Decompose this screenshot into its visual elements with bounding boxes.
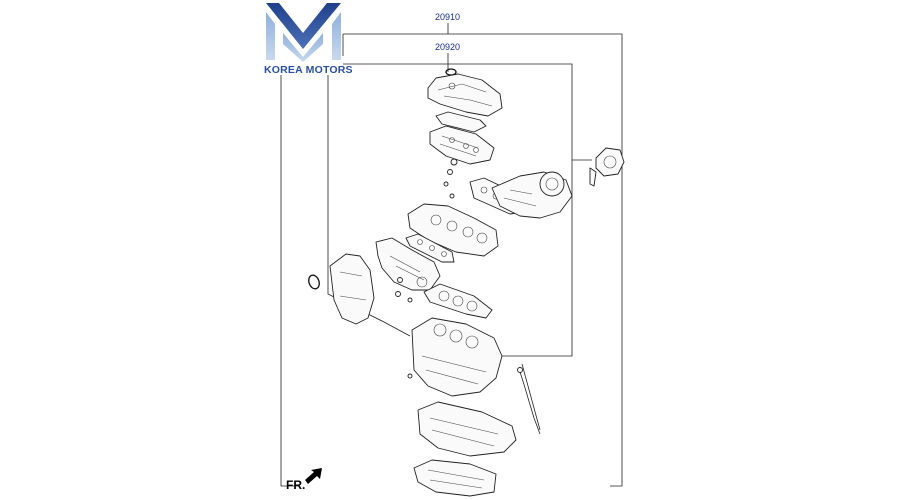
small-plugs [395, 277, 413, 379]
head-gasket [423, 283, 493, 319]
water-pump [589, 147, 625, 187]
camshaft-carrier [429, 125, 495, 165]
valve-cover [427, 68, 503, 117]
head-cover-gasket [435, 111, 487, 133]
oil-pan-lower [413, 459, 497, 497]
oil-pan-upper [417, 401, 517, 457]
front-arrow-icon [305, 468, 322, 484]
front-orientation-marker: FR. [286, 468, 322, 492]
callout-20910: 20910 [280, 12, 623, 487]
cylinder-block [411, 317, 503, 397]
inner-kit-bracket [343, 63, 573, 357]
leader-lines [447, 64, 592, 431]
outer-kit-bracket [343, 33, 623, 487]
front-label: FR. [286, 478, 305, 492]
callout-20920-label: 20920 [435, 42, 460, 52]
timing-cover-gasket [329, 253, 375, 325]
o-ring [308, 274, 320, 290]
brand-name: KOREA MOTORS [264, 64, 353, 76]
intake-manifold-gasket [405, 233, 455, 263]
brand-logo: KOREA MOTORS [264, 3, 353, 76]
brand-logo-mark-icon [266, 3, 341, 62]
dipstick [517, 367, 541, 435]
callout-20910-label: 20910 [435, 12, 460, 22]
small-seals [443, 158, 458, 199]
turbocharger [491, 171, 573, 219]
